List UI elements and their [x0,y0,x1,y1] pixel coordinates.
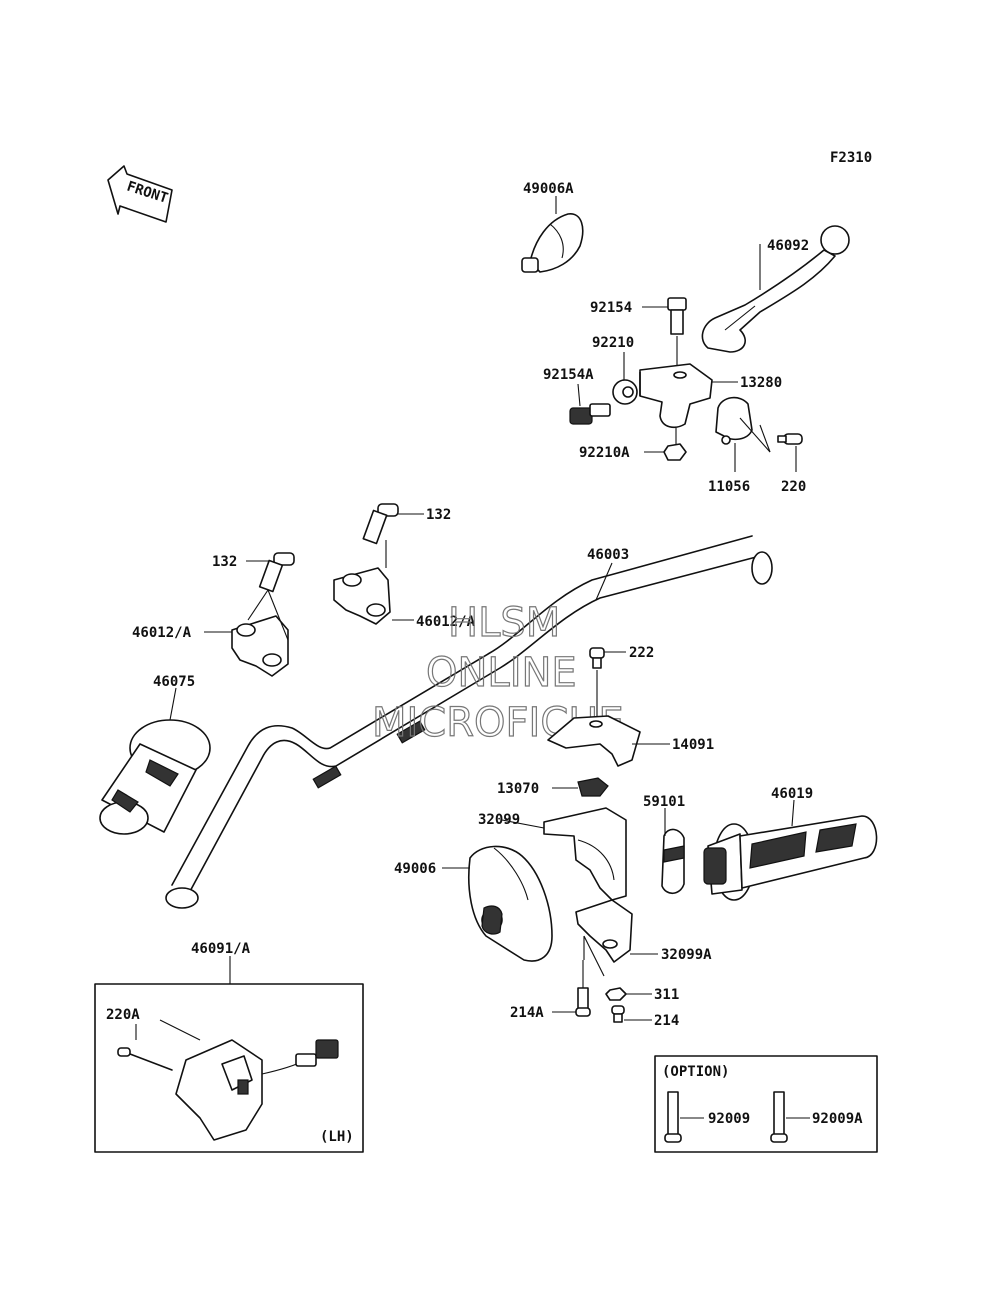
label-92210A: 92210A [579,445,630,461]
label-46019: 46019 [771,786,813,802]
label-132-upper: 132 [426,507,451,523]
bolt-92154 [667,297,687,335]
lever-holder-13280 [639,363,713,429]
throttle-case-32099A [575,899,633,963]
label-46092: 46092 [767,238,809,254]
label-option: (OPTION) [662,1064,729,1080]
label-14091: 14091 [672,737,714,753]
switch-assembly-46091A [117,1039,339,1141]
label-46003: 46003 [587,547,629,563]
bolt-92009 [664,1091,682,1143]
screw-214A [575,987,591,1017]
label-49006A: 49006A [523,181,574,197]
label-lh: (LH) [320,1129,354,1145]
diagram-code: F2310 [830,150,872,166]
nut-92210A [663,443,687,461]
label-46091A: 46091/A [191,941,251,957]
label-92154A: 92154A [543,367,594,383]
lever-guard-part [521,213,584,273]
grip-46075 [99,719,211,835]
lever-part [701,225,850,353]
label-214A: 214A [510,1005,544,1021]
part-13070 [577,777,609,797]
label-220A: 220A [106,1007,140,1023]
screw-222 [589,647,605,669]
screw-220 [777,433,803,445]
front-arrow-icon: FRONT [107,165,173,223]
bolt-132-upper [362,503,399,545]
grip-46019 [703,815,878,901]
clamp-11056 [715,396,753,445]
label-11056: 11056 [708,479,750,495]
watermark-line2: ONLINE [426,650,577,696]
bolt-132-lower [258,552,295,593]
label-132-lower: 132 [212,554,237,570]
label-220: 220 [781,479,806,495]
throttle-case-32099 [543,807,627,901]
screw-214 [611,1005,625,1023]
label-92154: 92154 [590,300,632,316]
nut-311 [605,987,627,1001]
switch-box [94,983,364,1153]
holder-46012A-right [333,567,391,625]
label-49006: 49006 [394,861,436,877]
label-92009A: 92009A [812,1111,863,1127]
label-46012A-right: 46012/A [416,614,476,630]
option-box [654,1055,878,1153]
label-214: 214 [654,1013,679,1029]
holder-46012A-left [231,615,289,677]
part-59101 [661,828,685,895]
label-222: 222 [629,645,654,661]
label-46012A-left: 46012/A [132,625,192,641]
watermark-line1: HLSM [448,600,560,646]
adjuster-nut-92210 [612,379,638,405]
label-59101: 59101 [643,794,685,810]
handlebar-46003 [165,535,773,909]
label-46075: 46075 [153,674,195,690]
throttle-cover-49006 [467,845,553,962]
label-92210: 92210 [592,335,634,351]
label-32099: 32099 [478,812,520,828]
label-32099A: 32099A [661,947,712,963]
label-13280: 13280 [740,375,782,391]
label-311: 311 [654,987,679,1003]
label-13070: 13070 [497,781,539,797]
bolt-92009A [770,1091,788,1143]
adjuster-bolt-92154A [569,403,611,425]
label-92009: 92009 [708,1111,750,1127]
bracket-14091 [547,715,641,767]
